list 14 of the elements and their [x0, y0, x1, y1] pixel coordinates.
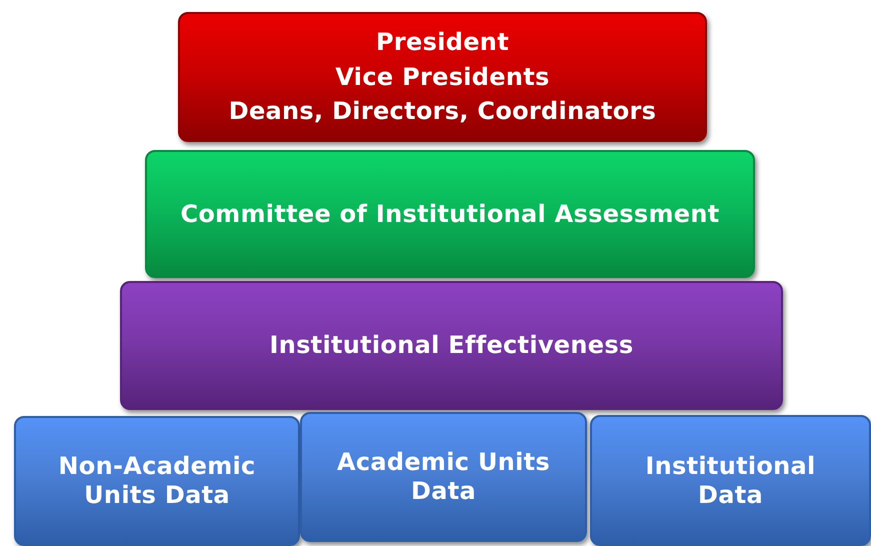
pyramid-tier	[590, 415, 871, 546]
tier-label: Institutional Data	[644, 452, 817, 510]
tier-label: Academic Units Data	[336, 448, 552, 506]
pyramid-tier	[178, 12, 707, 142]
tier-label: President	[375, 28, 510, 57]
tier-label: Committee of Institutional Assessment	[179, 200, 721, 228]
tier-label: Deans, Directors, Coordinators	[228, 97, 658, 126]
pyramid-tier	[145, 150, 755, 278]
tier-label: Non-Academic Units Data	[57, 452, 257, 510]
pyramid-tier	[120, 281, 783, 410]
tier-label: Vice Presidents	[334, 62, 551, 92]
pyramid-tier	[14, 416, 300, 546]
tier-label: Institutional Effectiveness	[268, 331, 635, 360]
pyramid-tier	[300, 412, 587, 542]
